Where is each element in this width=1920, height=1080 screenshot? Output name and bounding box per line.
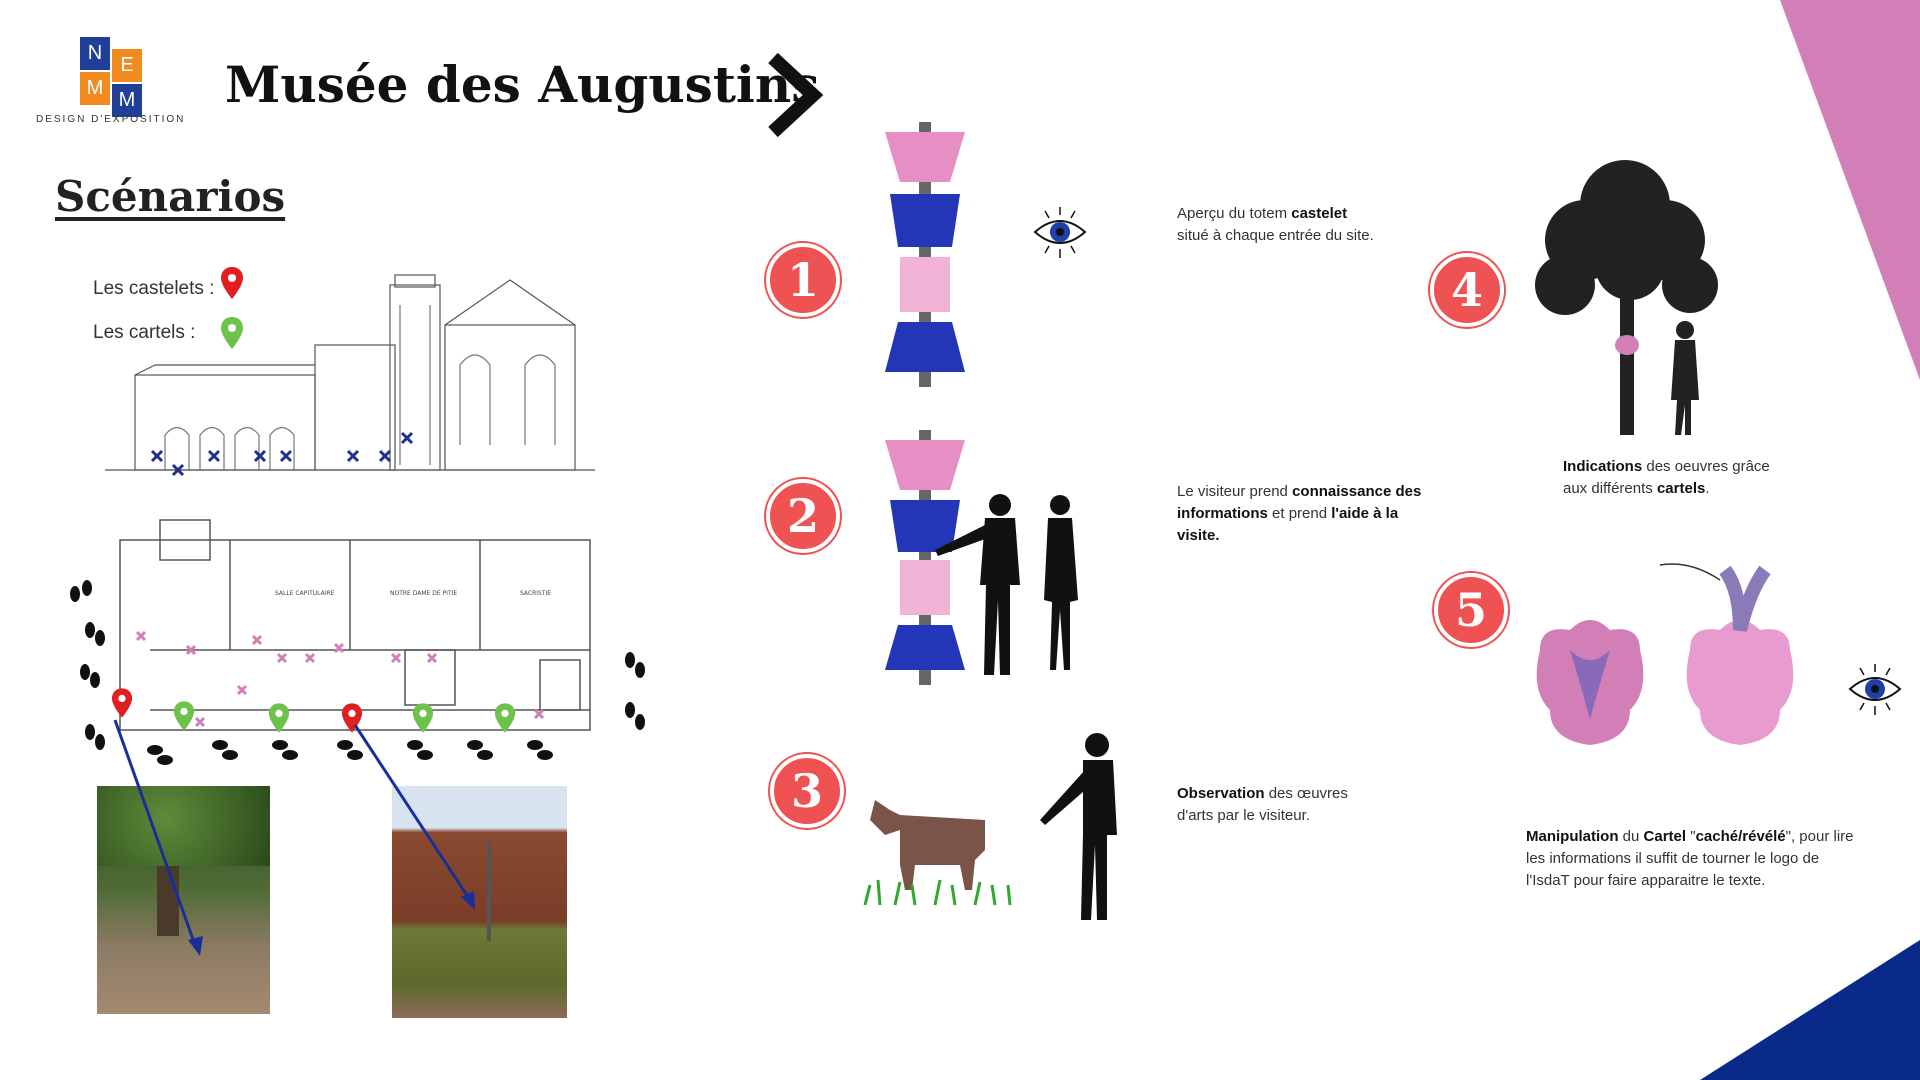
floor-plan-drawing: SALLE CAPITULAIRE NOTRE DAME DE PITIE SA… bbox=[119, 519, 591, 731]
pink-corner-shape bbox=[1780, 0, 1920, 380]
step-5-description: Manipulation du Cartel "caché/révélé", p… bbox=[1526, 828, 1854, 889]
garden-photo bbox=[97, 786, 270, 1014]
castelet-pin-2 bbox=[341, 703, 363, 733]
navy-corner-shape bbox=[1700, 940, 1920, 1080]
logo-letter-m1: M bbox=[80, 72, 110, 105]
eye-icon bbox=[1848, 664, 1902, 715]
step-badge-1: 1 bbox=[766, 243, 840, 317]
legend-cartels-label: Les cartels : bbox=[93, 322, 196, 343]
step-4-description: Indications des oeuvres grâce aux différ… bbox=[1563, 458, 1770, 497]
brand-subtitle: DESIGN D'EXPOSITION bbox=[36, 114, 186, 125]
eye-icon bbox=[1033, 207, 1087, 258]
castelet-pin-1 bbox=[111, 688, 133, 718]
step-badge-5: 5 bbox=[1434, 573, 1508, 647]
tree-with-cartel-illustration bbox=[1535, 160, 1718, 435]
cartel-cache-revele-illustration bbox=[1536, 563, 1794, 745]
visitor-silhouettes bbox=[935, 494, 1078, 675]
logo-letter-m2: M bbox=[112, 84, 142, 117]
step-badge-2: 2 bbox=[766, 479, 840, 553]
step-1-description: Aperçu du totem castelet situé à chaque … bbox=[1177, 205, 1374, 244]
step-3-description: Observation des œuvres d'arts par le vis… bbox=[1177, 785, 1348, 824]
step-badge-3: 3 bbox=[770, 754, 844, 828]
svg-text:SALLE CAPITULAIRE: SALLE CAPITULAIRE bbox=[275, 590, 335, 597]
cartel-pin-1 bbox=[173, 701, 195, 731]
chevron-right-icon bbox=[768, 52, 824, 138]
cartel-pin-3 bbox=[412, 703, 434, 733]
page-title: Musée des Augustins bbox=[225, 55, 820, 114]
legend-castelets-label: Les castelets : bbox=[93, 278, 215, 299]
totem-castelet-with-visitors bbox=[885, 430, 965, 685]
svg-text:NOTRE DAME DE PITIE: NOTRE DAME DE PITIE bbox=[390, 590, 457, 597]
section-title: Scénarios bbox=[55, 172, 286, 221]
brand-logo: N E M M bbox=[80, 37, 142, 117]
location-pin-icon bbox=[221, 267, 243, 299]
cartel-pin-2 bbox=[268, 703, 290, 733]
building-elevation-drawing bbox=[105, 274, 595, 477]
footprints-icon bbox=[70, 580, 645, 765]
logo-letter-n: N bbox=[80, 37, 110, 70]
step-2-description: Le visiteur prend connaissance des infor… bbox=[1177, 483, 1422, 544]
arrow-to-garden-photo bbox=[113, 719, 203, 956]
logo-letter-e: E bbox=[112, 49, 142, 82]
cartel-pin-4 bbox=[494, 703, 516, 733]
cow-illustration bbox=[863, 800, 1012, 906]
svg-text:SACRISTIE: SACRISTIE bbox=[520, 590, 551, 597]
step-badge-4: 4 bbox=[1430, 253, 1504, 327]
location-pin-icon bbox=[221, 317, 243, 349]
totem-castelet-illustration bbox=[885, 122, 965, 387]
pointing-visitor-silhouette bbox=[1040, 733, 1117, 920]
arrow-to-cloister-photo bbox=[353, 724, 475, 910]
